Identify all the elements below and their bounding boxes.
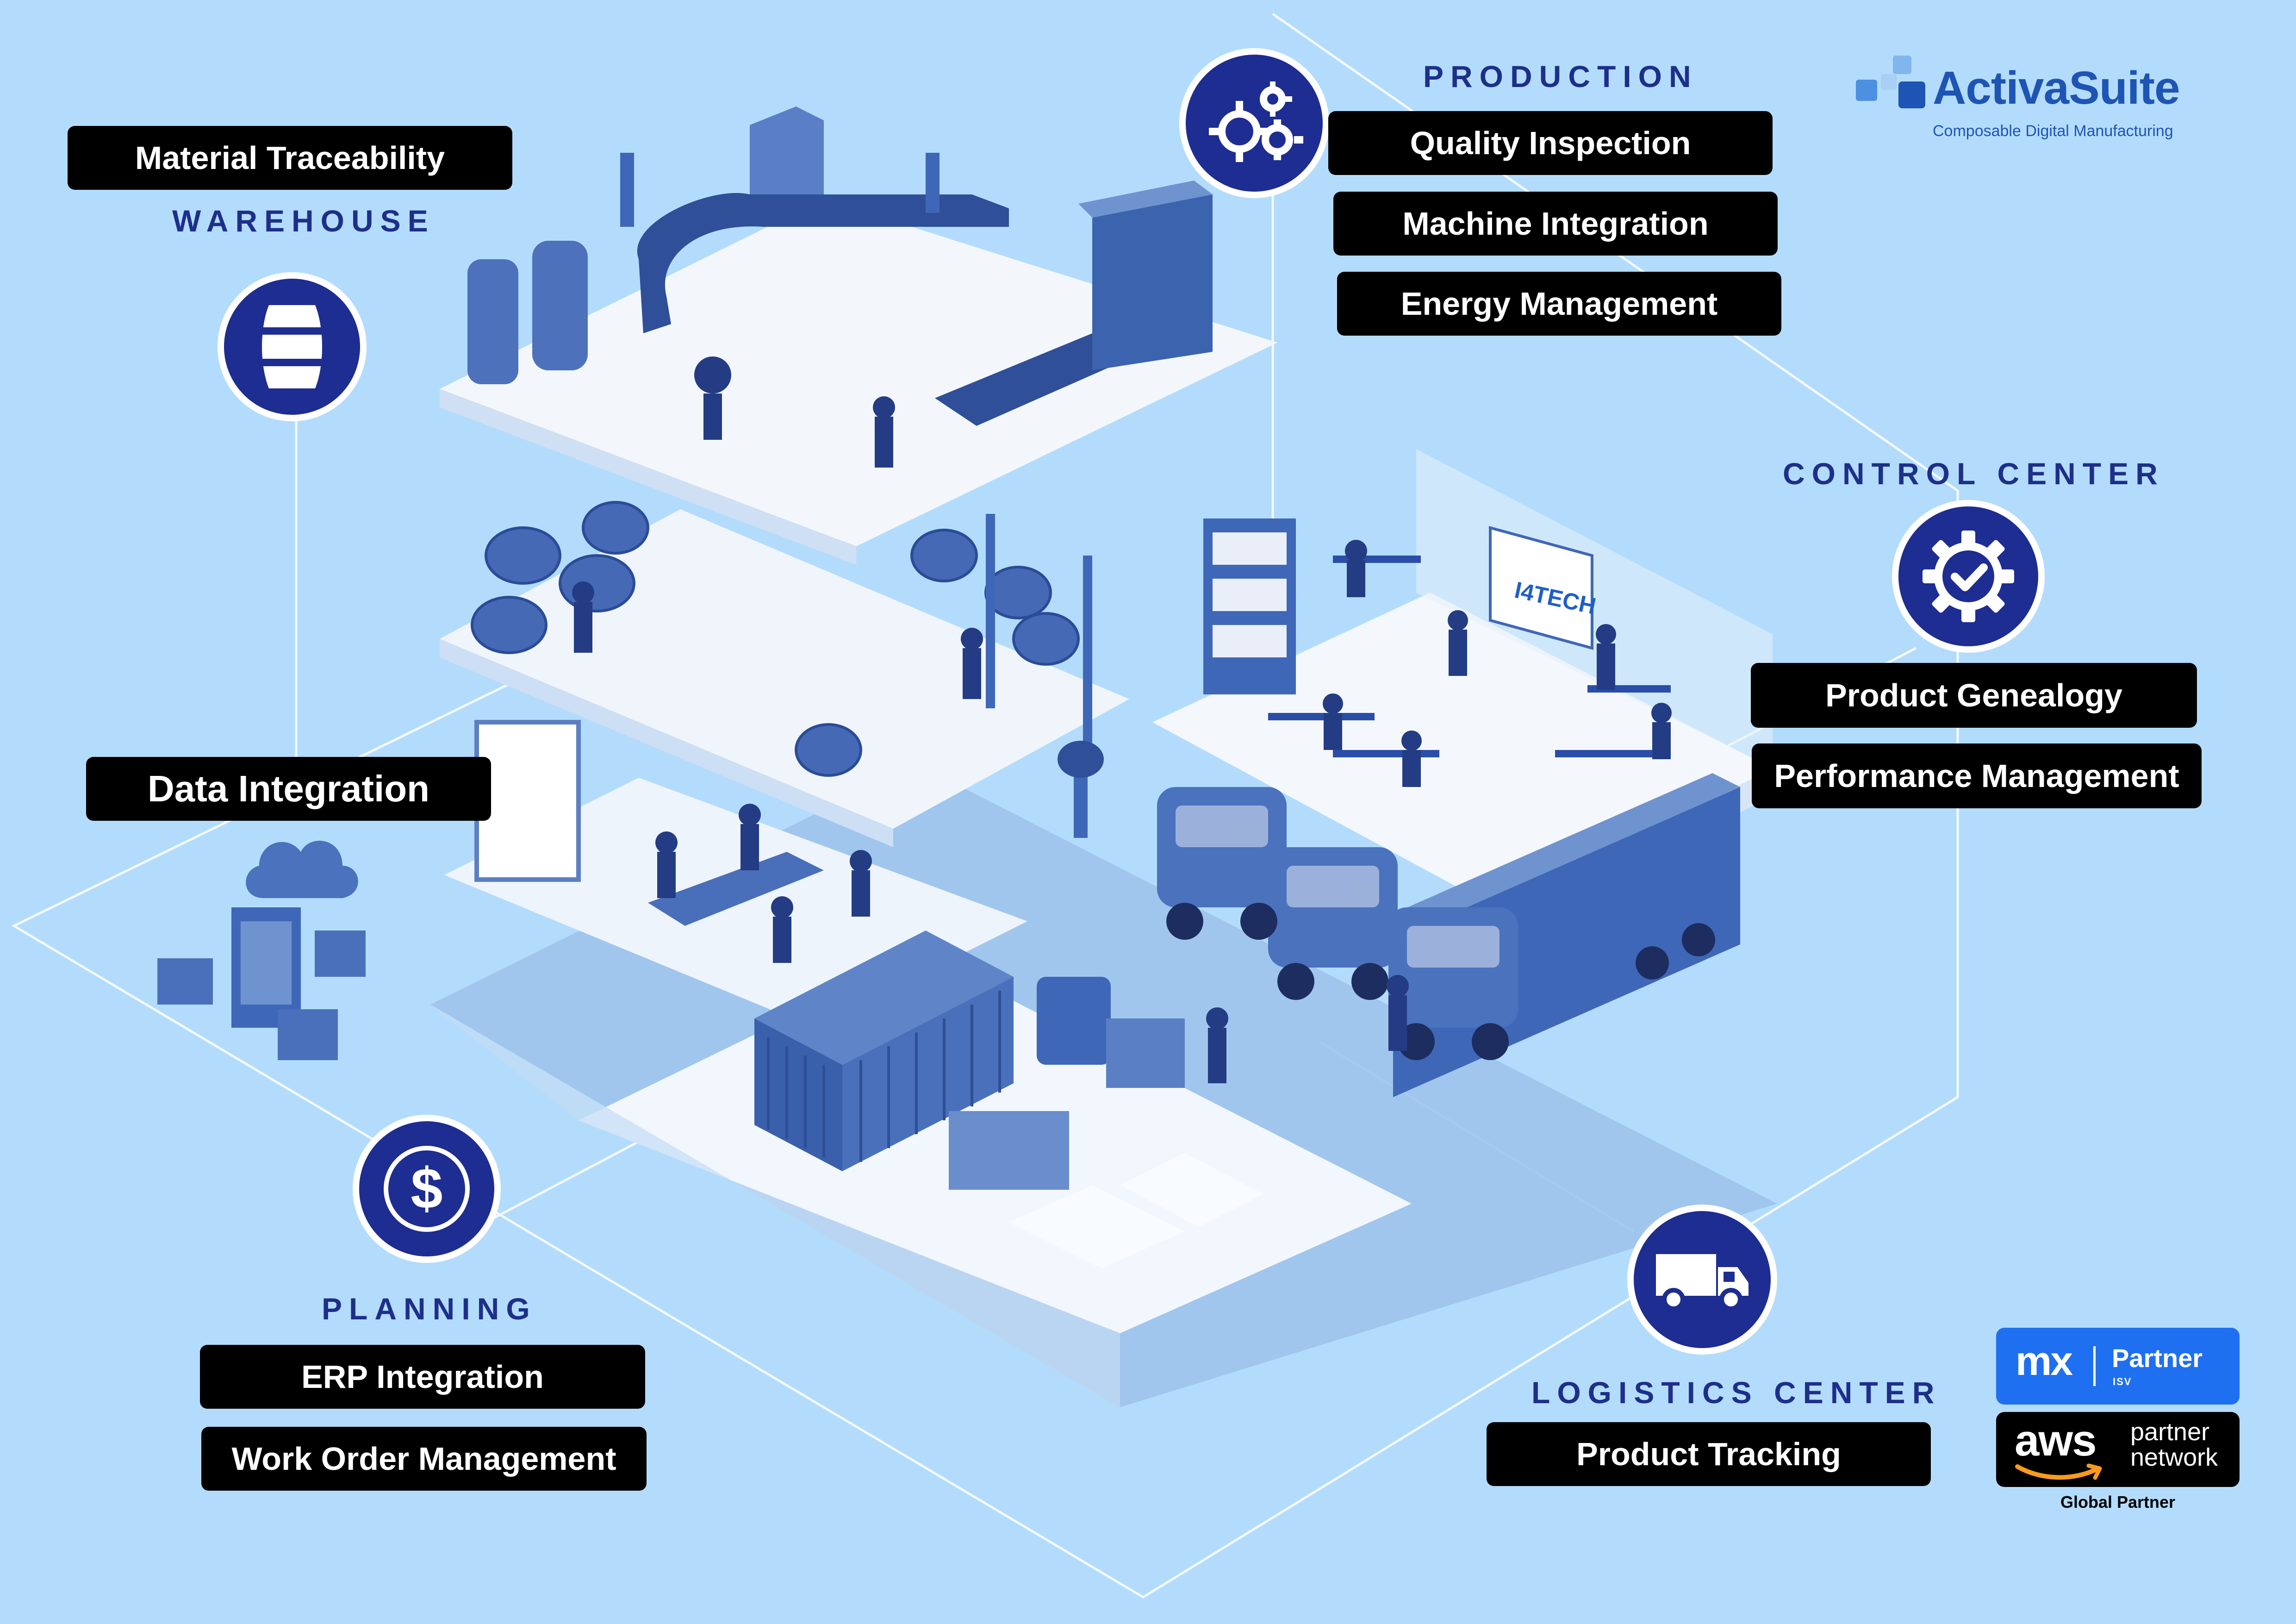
logo-mark-icon (1856, 56, 1925, 108)
planning-circle: $ (353, 1115, 501, 1263)
feature-data-integration[interactable]: Data Integration (86, 757, 491, 821)
badge-divider (2093, 1346, 2096, 1386)
production-circle (1179, 48, 1329, 198)
barrel-icon (260, 305, 324, 388)
gear-check-icon (1923, 531, 2014, 622)
warehouse-circle (218, 272, 367, 421)
feature-product-genealogy[interactable]: Product Genealogy (1751, 663, 2197, 728)
brand-name: ActivaSuite (1933, 62, 2180, 114)
section-title-planning: PLANNING (322, 1292, 537, 1326)
svg-text:$: $ (411, 1157, 443, 1221)
section-title-logistics-center: LOGISTICS CENTER (1531, 1375, 1941, 1410)
logistics-area (754, 773, 1740, 1268)
aws-global-partner-caption: Global Partner (2060, 1493, 2176, 1512)
mendix-partner-label: Partner (2112, 1343, 2203, 1373)
feature-quality-inspection[interactable]: Quality Inspection (1328, 111, 1773, 175)
aws-logo: aws (2015, 1416, 2097, 1465)
aws-partner-line2: network (2130, 1443, 2218, 1472)
aws-partner-network-label: partner network (2130, 1419, 2218, 1470)
feature-product-tracking[interactable]: Product Tracking (1487, 1422, 1931, 1486)
feature-energy-management[interactable]: Energy Management (1337, 272, 1781, 336)
cloud-server-cluster (157, 841, 366, 1060)
feature-machine-integration[interactable]: Machine Integration (1333, 192, 1778, 256)
aws-smile-icon (2015, 1463, 2102, 1480)
aws-partner-badge: aws partner network (1996, 1412, 2240, 1487)
production-floor (440, 106, 1277, 565)
section-title-warehouse: WAREHOUSE (172, 204, 435, 238)
mendix-partner-badge: mx Partner ISV (1996, 1328, 2240, 1405)
brand-tagline: Composable Digital Manufacturing (1933, 122, 2173, 140)
dollar-icon: $ (384, 1146, 470, 1232)
feature-material-traceability[interactable]: Material Traceability (68, 126, 512, 190)
warehouse-floor (440, 501, 1129, 847)
feature-performance-management[interactable]: Performance Management (1752, 743, 2202, 808)
truck-icon (1656, 1254, 1748, 1311)
activasuite-logo: ActivaSuite Composable Digital Manufactu… (1856, 51, 2208, 148)
gears-icon (1209, 81, 1303, 162)
feature-erp-integration[interactable]: ERP Integration (200, 1345, 645, 1409)
mendix-isv-label: ISV (2113, 1376, 2132, 1387)
logistics-circle (1627, 1205, 1777, 1355)
feature-work-order-management[interactable]: Work Order Management (201, 1427, 647, 1491)
section-title-control-center: CONTROL CENTER (1783, 456, 2165, 491)
section-title-production: PRODUCTION (1423, 59, 1698, 94)
aws-partner-line1: partner (2130, 1418, 2210, 1446)
mendix-logo: mx (2016, 1338, 2073, 1384)
control-center-circle (1892, 500, 2045, 653)
